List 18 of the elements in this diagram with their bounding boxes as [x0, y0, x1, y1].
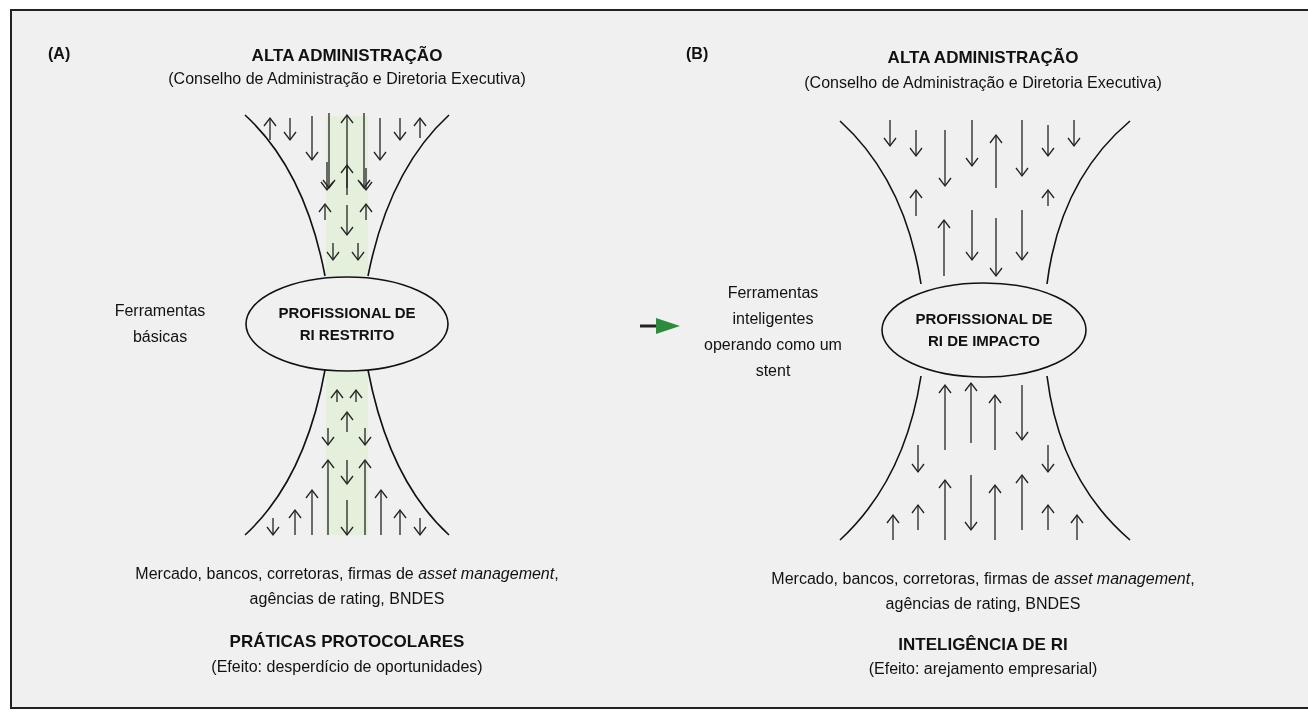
- caption-text: Ferramentas básicas: [113, 301, 207, 347]
- panel-letter: (A): [48, 44, 72, 64]
- caption-text: (Conselho de Administração e Diretoria Executiva): [167, 69, 527, 89]
- caption-text: Ferramentas inteligentes operando como um stent: [703, 283, 843, 381]
- ellipse-node: [245, 276, 449, 372]
- heading-text: ALTA ADMINISTRAÇÃO: [250, 45, 444, 67]
- caption-text: (Conselho de Administração e Diretoria Executiva): [803, 73, 1163, 93]
- panel-letter: (B): [686, 44, 710, 64]
- heading-text: ALTA ADMINISTRAÇÃO: [886, 47, 1080, 69]
- caption-text: (Efeito: desperdício de oportunidades): [210, 657, 484, 677]
- node-label: PROFISSIONAL DE RI RESTRITO: [277, 303, 417, 345]
- node-label: PROFISSIONAL DE RI DE IMPACTO: [914, 309, 1054, 351]
- caption-text: Mercado, bancos, corretoras, firmas de asset management, agências de rating, BNDES: [770, 569, 1196, 614]
- ellipse-node: [881, 282, 1087, 378]
- heading-text: PRÁTICAS PROTOCOLARES: [228, 631, 466, 653]
- caption-text: (Efeito: arejamento empresarial): [867, 659, 1099, 679]
- caption-text: Mercado, bancos, corretoras, firmas de asset management, agências de rating, BNDES: [134, 564, 560, 609]
- heading-text: INTELIGÊNCIA DE RI: [897, 634, 1069, 656]
